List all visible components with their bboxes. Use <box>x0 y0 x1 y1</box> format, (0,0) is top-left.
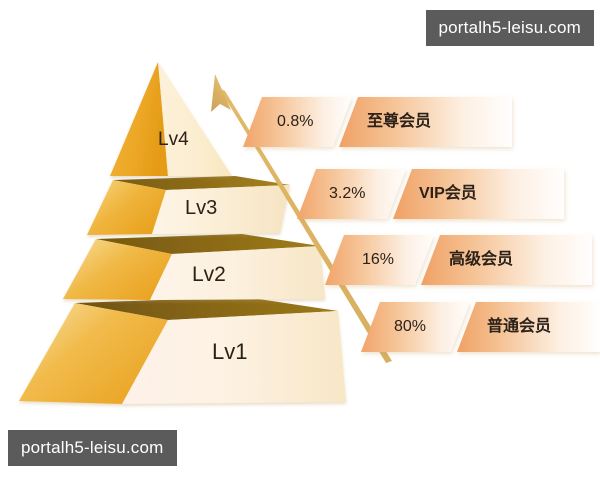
tier-label-lv2: Lv2 <box>192 263 226 286</box>
tier-name-lv1: 普通会员 <box>487 318 552 335</box>
pyramid-tier-lv4[interactable] <box>110 62 232 176</box>
arrow-shaft <box>219 88 392 363</box>
tier-name-lv2: 高级会员 <box>449 251 514 268</box>
tier-row-lv4[interactable] <box>243 97 512 147</box>
tier-lv3-front-face <box>152 185 290 234</box>
pyramid-tier-lv2[interactable] <box>63 234 325 300</box>
tier-label-lv1: Lv1 <box>212 339 248 364</box>
watermark-top: portalh5-leisu.com <box>425 10 594 46</box>
watermark-bottom: portalh5-leisu.com <box>8 430 177 466</box>
tier-lv1-top-face <box>75 297 338 320</box>
tier-lv2-side-face <box>63 239 172 300</box>
tier-lv2-front-face <box>150 246 325 300</box>
pyramid-shape <box>19 62 346 404</box>
percent-label-lv4: 0.8% <box>277 113 314 130</box>
percent-banner-lv1 <box>361 302 470 352</box>
tier-lv3-side-face <box>87 180 166 235</box>
percent-banner-lv2 <box>325 235 434 285</box>
name-banner-lv1 <box>457 302 600 352</box>
tier-label-lv4: Lv4 <box>158 129 189 150</box>
pyramid-tier-lv3[interactable] <box>87 176 290 235</box>
percent-label-lv2: 16% <box>362 251 395 268</box>
name-banner-lv3 <box>393 169 564 219</box>
tier-lv3-top-face <box>113 176 290 190</box>
tier-lv2-top-face <box>96 234 320 254</box>
upward-arrow-icon <box>211 74 392 363</box>
pyramid-tier-lv1[interactable] <box>19 297 346 404</box>
tier-lv1-side-face <box>19 303 168 404</box>
tier-lv4-side-face <box>110 62 168 176</box>
arrow-head <box>211 74 231 112</box>
tier-name-lv4: 至尊会员 <box>367 113 432 130</box>
percent-banner-lv4 <box>243 97 352 147</box>
tier-row-lv1[interactable] <box>361 302 600 352</box>
tier-row-lv2[interactable] <box>325 235 592 285</box>
tier-lv4-front-face <box>158 62 232 176</box>
percent-label-lv1: 80% <box>394 318 427 335</box>
name-banner-lv4 <box>339 97 512 147</box>
percent-banner-lv3 <box>297 169 406 219</box>
percent-label-lv3: 3.2% <box>329 185 366 202</box>
tier-name-lv3: VIP会员 <box>419 185 477 202</box>
tier-row-lv3[interactable] <box>297 169 564 219</box>
tier-label-lv3: Lv3 <box>185 197 218 219</box>
tier-lv1-front-face <box>122 311 346 404</box>
name-banner-lv2 <box>421 235 592 285</box>
